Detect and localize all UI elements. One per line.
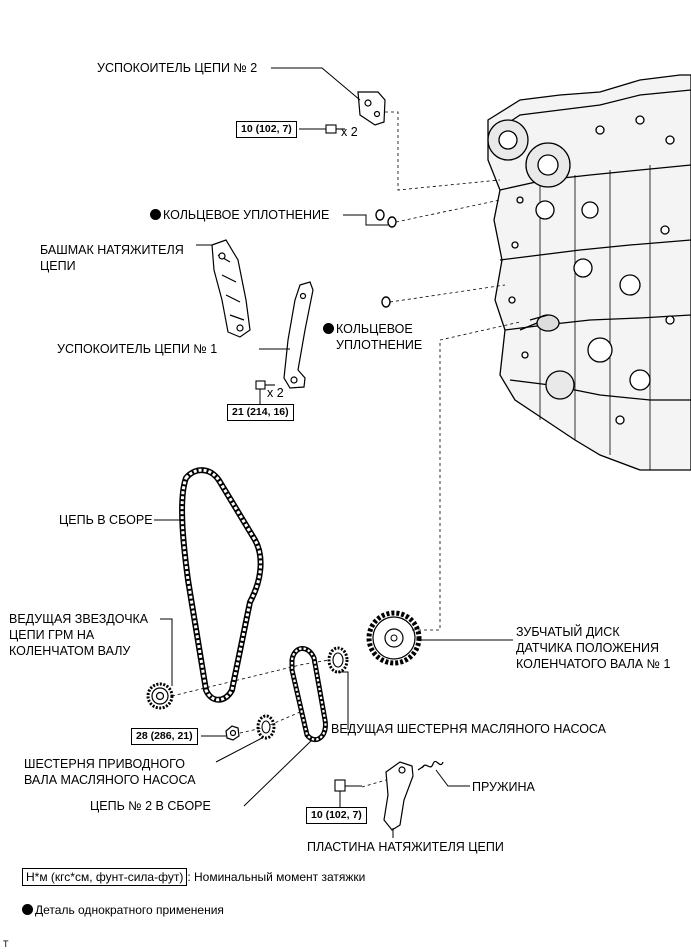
label-oil-pump-driven-gear: ШЕСТЕРНЯ ПРИВОДНОГО ВАЛА МАСЛЯНОГО НАСОС…	[24, 757, 196, 787]
chain-vibration-damper-2	[357, 91, 386, 126]
label-chain-tensioner-plate: ПЛАСТИНА НАТЯЖИТЕЛЯ ЦЕПИ	[307, 840, 504, 854]
chain-vibration-damper-1	[283, 281, 314, 389]
oil-pump-driven-gear	[256, 714, 276, 740]
damper-2-guide	[385, 111, 501, 191]
label-oil-pump-drive-gear: ВЕДУЩАЯ ШЕСТЕРНЯ МАСЛЯНОГО НАСОСА	[331, 722, 607, 736]
chain-tensioner-slipper	[211, 239, 251, 338]
drive-gear-leader	[338, 671, 349, 730]
torque-driven-gear-nut: 28 (286, 21)	[131, 728, 198, 745]
tensioner-plate-guide	[361, 779, 387, 788]
o-ring-2	[381, 296, 391, 308]
chain-tensioner-plate	[383, 761, 414, 831]
non-reusable-marker	[323, 323, 334, 334]
label-spring: ПРУЖИНА	[472, 780, 535, 794]
driven-gear-leader	[215, 737, 263, 763]
legend-dot-icon	[22, 904, 33, 915]
non-reusable-marker	[150, 209, 161, 220]
bolt-count-damper-1: x 2	[267, 386, 284, 400]
label-o-ring-2: КОЛЬЦЕВОЕ УПЛОТНЕНИЕ	[323, 321, 422, 353]
tensioner-plate-bolt	[334, 779, 362, 792]
sensor-plate-guide	[412, 321, 521, 631]
o-ring-1	[375, 209, 397, 228]
o-ring-2-text: КОЛЬЦЕВОЕ УПЛОТНЕНИЕ	[336, 322, 423, 352]
damper-2-leader	[271, 67, 361, 101]
timing-chain	[179, 467, 264, 703]
nut-guide	[239, 727, 263, 734]
label-crank-sprocket: ВЕДУЩАЯ ЗВЕЗДОЧКА ЦЕПИ ГРМ НА КОЛЕНЧАТОМ…	[9, 612, 149, 658]
crank-sprocket-guide	[171, 657, 341, 697]
crank-position-sensor-plate	[366, 610, 422, 666]
label-crank-position-sensor-plate: ЗУБЧАТЫЙ ДИСК ДАТЧИКА ПОЛОЖЕНИЯ КОЛЕНЧАТ…	[516, 625, 671, 671]
o-ring-2-guide	[389, 284, 506, 303]
legend-non-reusable-text: Деталь однократного применения	[35, 903, 224, 917]
label-tensioner-slipper: БАШМАК НАТЯЖИТЕЛЯ ЦЕПИ	[40, 243, 184, 273]
spring-leader	[435, 769, 470, 787]
label-chain-sub-assembly: ЦЕПЬ В СБОРЕ	[59, 513, 153, 527]
crank-sprocket-leader	[160, 618, 173, 686]
torque-damper-2: 10 (102, 7)	[236, 121, 297, 138]
spring	[417, 760, 444, 771]
label-chain-vibration-damper-2: УСПОКОИТЕЛЬ ЦЕПИ № 2	[97, 61, 258, 75]
label-o-ring-1: КОЛЬЦЕВОЕ УПЛОТНЕНИЕ	[150, 207, 329, 223]
label-chain-vibration-damper-1: УСПОКОИТЕЛЬ ЦЕПИ № 1	[57, 342, 218, 356]
legend-torque-units: Н*м (кгс*см, фунт-сила-фут)	[22, 868, 188, 886]
bolt-count-damper-2: x 2	[341, 125, 358, 139]
legend-torque-desc: : Номинальный момент затяжки	[187, 870, 366, 884]
driven-gear-guide	[269, 711, 301, 726]
torque-damper-1: 21 (214, 16)	[227, 404, 294, 421]
crankshaft-timing-sprocket	[146, 682, 174, 710]
legend-non-reusable: Деталь однократного применения	[22, 902, 224, 918]
driven-gear-nut	[225, 725, 240, 741]
o-ring-1-leader	[343, 214, 388, 226]
torque-tensioner-plate-bolt: 10 (102, 7)	[306, 807, 367, 824]
chain-2-leader	[243, 739, 313, 807]
legend-torque: Н*м (кгс*см, фунт-сила-фут): Номинальный…	[22, 868, 366, 886]
oil-pump-drive-gear	[327, 646, 349, 674]
o-ring-1-guide	[395, 199, 501, 223]
footer-code: T	[3, 939, 9, 949]
chain-2	[289, 646, 328, 743]
engine-block	[487, 74, 691, 471]
o-ring-1-text: КОЛЬЦЕВОЕ УПЛОТНЕНИЕ	[163, 208, 330, 222]
label-chain-2-sub-assembly: ЦЕПЬ № 2 В СБОРЕ	[90, 799, 211, 813]
